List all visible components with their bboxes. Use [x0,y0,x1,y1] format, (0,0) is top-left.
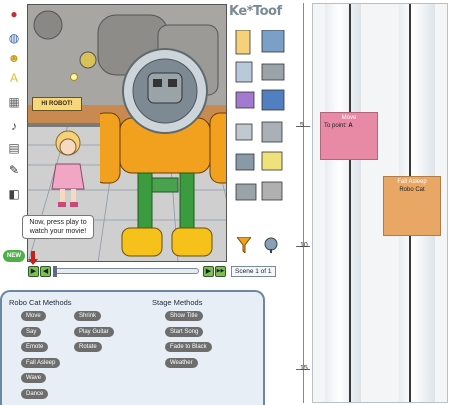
position-marker-arrow [28,251,38,265]
sound-tool-icon[interactable]: ♪ [11,119,17,133]
character-tool-icon[interactable]: ☻ [7,51,21,65]
robo-cat-methods-title: Robo Cat Methods [9,298,72,307]
stage-start-song-button[interactable]: Start Song [165,326,204,337]
method-dance-button[interactable]: Dance [21,388,49,399]
fall-asleep-block-title: Fall Asleep [397,179,427,185]
move-block-title: Move [341,115,357,121]
method-say-button[interactable]: Say [21,326,42,337]
bomb-tool-icon[interactable]: ● [10,7,18,21]
track-1-line [349,4,351,402]
method-fall-asleep-button[interactable]: Fall Asleep [21,357,61,368]
play-button[interactable]: ▶ [28,266,39,277]
robot-character[interactable] [100,43,227,259]
funnel-icon[interactable] [236,236,252,255]
character-palette [232,29,292,210]
globe-tool-icon[interactable]: ◍ [8,31,20,45]
step-back-button[interactable]: ◀ [40,266,51,277]
camera-tool-icon[interactable]: ◧ [8,187,20,201]
step-forward-button[interactable]: ▶ [203,266,214,277]
ruler-tick [296,126,310,127]
text-tool-icon[interactable]: A [9,71,18,85]
fall-asleep-action-block[interactable]: Fall Asleep Robo Cat [383,176,441,236]
method-play-guitar-button[interactable]: Play Guitar [74,326,114,337]
globe-icon[interactable] [264,237,278,253]
girl-character[interactable] [48,129,88,209]
scene-tool-icon[interactable]: ▦ [8,95,20,109]
film-tool-icon[interactable]: ▤ [8,141,20,155]
ruler-tick-label: 5 [300,122,304,129]
hi-robot-sign: HI ROBOT! [32,97,82,111]
method-wave-button[interactable]: Wave [21,373,47,383]
method-emote-button[interactable]: Emote [21,342,49,352]
timeline-track-1[interactable] [325,4,361,402]
character-thumbnails[interactable] [232,29,292,210]
ketoof-logo: Ke*Toof [229,4,282,19]
ruler-tick [296,246,310,247]
instruction-speech-bubble: Now, press play to watch your movie! [22,215,94,239]
stage-weather-button[interactable]: Weather [165,357,198,368]
timeline-scrubber[interactable] [53,266,199,277]
move-block-target: To point: A [324,123,353,129]
stage-fade-to-black-button[interactable]: Fade to Black [165,342,212,352]
stage-show-title-button[interactable]: Show Title [165,311,203,321]
method-move-button[interactable]: Move [21,311,46,321]
method-shrink-button[interactable]: Shrink [74,311,102,321]
sign-lamp [70,73,78,81]
fall-asleep-block-target: Robo Cat [399,187,425,193]
scrubber-handle[interactable] [53,266,57,277]
new-badge: NEW [3,250,25,262]
method-rotate-button[interactable]: Rotate [74,342,102,352]
stage-methods-title: Stage Methods [152,298,203,307]
ruler-tick-label: 10 [300,242,308,249]
end-button[interactable]: ▶▶ [215,266,226,277]
edit-tool-icon[interactable]: ✎ [8,163,20,177]
ruler-tick-label: 15 [300,365,308,372]
ruler-tick [296,369,310,370]
move-action-block[interactable]: Move To point: A [320,112,378,160]
scene-indicator[interactable]: Scene 1 of 1 [231,266,276,277]
timeline-ruler [303,3,304,403]
